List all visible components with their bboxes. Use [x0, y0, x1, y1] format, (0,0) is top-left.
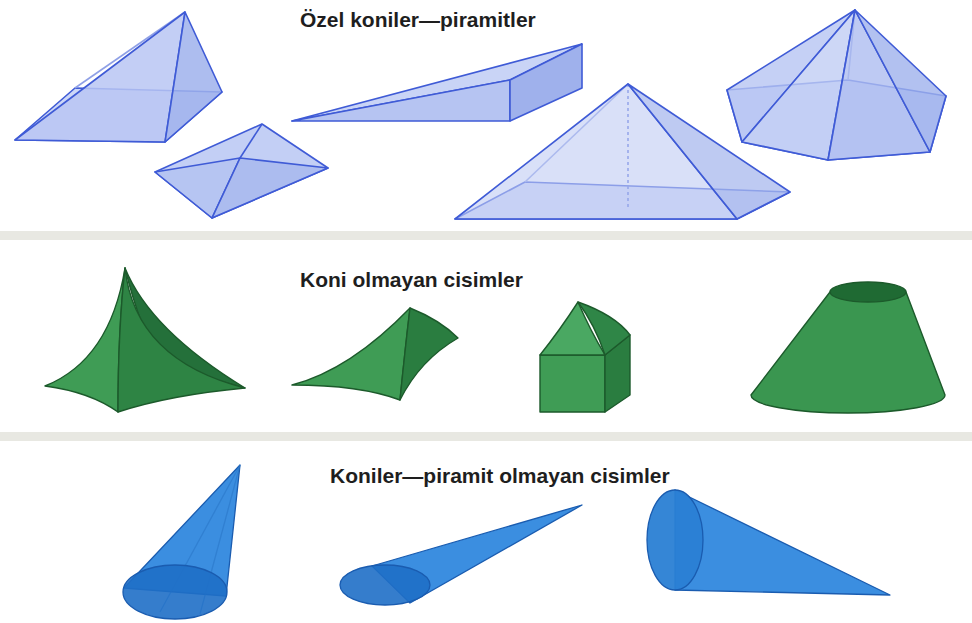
pyramid-face: [212, 158, 328, 218]
pyramid-base: [155, 124, 328, 218]
cone-base: [340, 565, 430, 605]
solid-face: [400, 308, 458, 400]
cone: [340, 505, 582, 605]
separator-band: [0, 432, 972, 441]
square-pyramid: [15, 12, 222, 142]
pyramid-group: [15, 10, 946, 219]
separator-band: [0, 231, 972, 240]
cone-base: [647, 490, 703, 590]
solid-face: [751, 292, 945, 413]
hexagonal-pyramid: [727, 10, 946, 160]
pyramid-face: [855, 10, 946, 152]
cone-base: [123, 565, 227, 619]
pyramid-face: [15, 12, 185, 142]
curved-pyramid: [45, 268, 245, 412]
pyramid-base: [510, 44, 582, 121]
section-heading: Koniler—piramit olmayan cisimler: [330, 464, 670, 488]
solid-face: [45, 268, 125, 412]
pointed-box: [540, 302, 630, 412]
curved-wedge: [292, 308, 458, 400]
truncated-cone: [751, 282, 945, 413]
solid-top: [830, 282, 906, 302]
long-pyramid: [292, 44, 582, 121]
cone-side: [675, 490, 890, 595]
cone-group: [123, 465, 890, 619]
solid-face: [292, 308, 410, 400]
flat-pyramid: [155, 124, 328, 218]
section-heading: Özel koniler—piramitler: [300, 8, 536, 32]
pyramid-face: [292, 44, 582, 121]
solid-face: [578, 302, 630, 355]
pyramid-face: [165, 12, 222, 142]
non-cone-group: [45, 268, 945, 413]
solid-face: [118, 268, 245, 412]
solid-face: [540, 355, 605, 412]
pyramid-face: [292, 80, 510, 121]
section-heading: Koni olmayan cisimler: [300, 268, 523, 292]
cone: [647, 490, 890, 595]
cone: [123, 465, 240, 619]
pyramid-edge: [240, 124, 262, 158]
